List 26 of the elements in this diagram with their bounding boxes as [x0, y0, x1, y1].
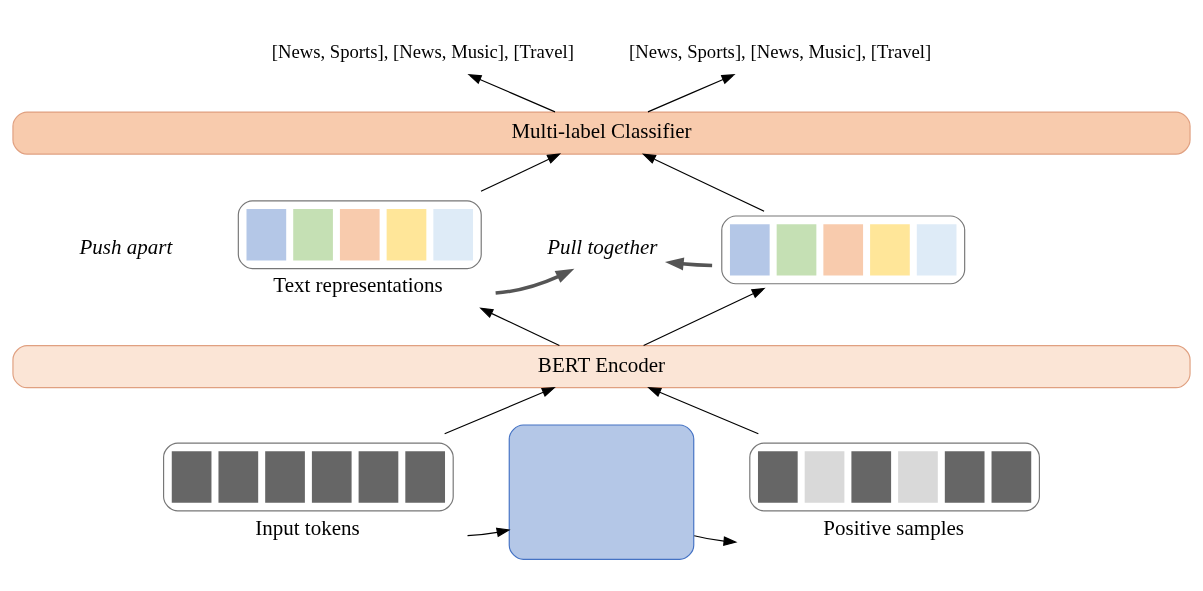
node-bar	[163, 442, 454, 511]
node-bar	[721, 214, 966, 284]
arrow	[664, 256, 713, 270]
node-label: Text representations	[273, 272, 443, 297]
node-bar	[237, 199, 482, 269]
node-box: BERT Encoder	[12, 344, 1191, 388]
arrow	[641, 152, 765, 212]
arrow	[693, 534, 738, 546]
node-bar	[749, 442, 1040, 511]
node-box	[508, 423, 695, 560]
node-label: Input tokens	[255, 515, 360, 540]
arrow	[643, 287, 766, 346]
arrow	[479, 307, 560, 346]
label: Push apart	[79, 234, 173, 259]
arrow	[647, 386, 759, 434]
arrow	[466, 527, 511, 537]
node-text: [News, Sports], [News, Music], [Travel]	[271, 40, 574, 62]
node-label: Positive samples	[823, 515, 964, 540]
arrow	[467, 73, 556, 112]
arrow	[444, 386, 556, 434]
node-text: [News, Sports], [News, Music], [Travel]	[629, 40, 932, 62]
node-text: Pull together	[547, 234, 658, 259]
arrow	[647, 73, 736, 112]
arrow	[495, 268, 575, 295]
node-box: Multi-label Classifier	[12, 111, 1191, 155]
arrow	[480, 152, 562, 192]
